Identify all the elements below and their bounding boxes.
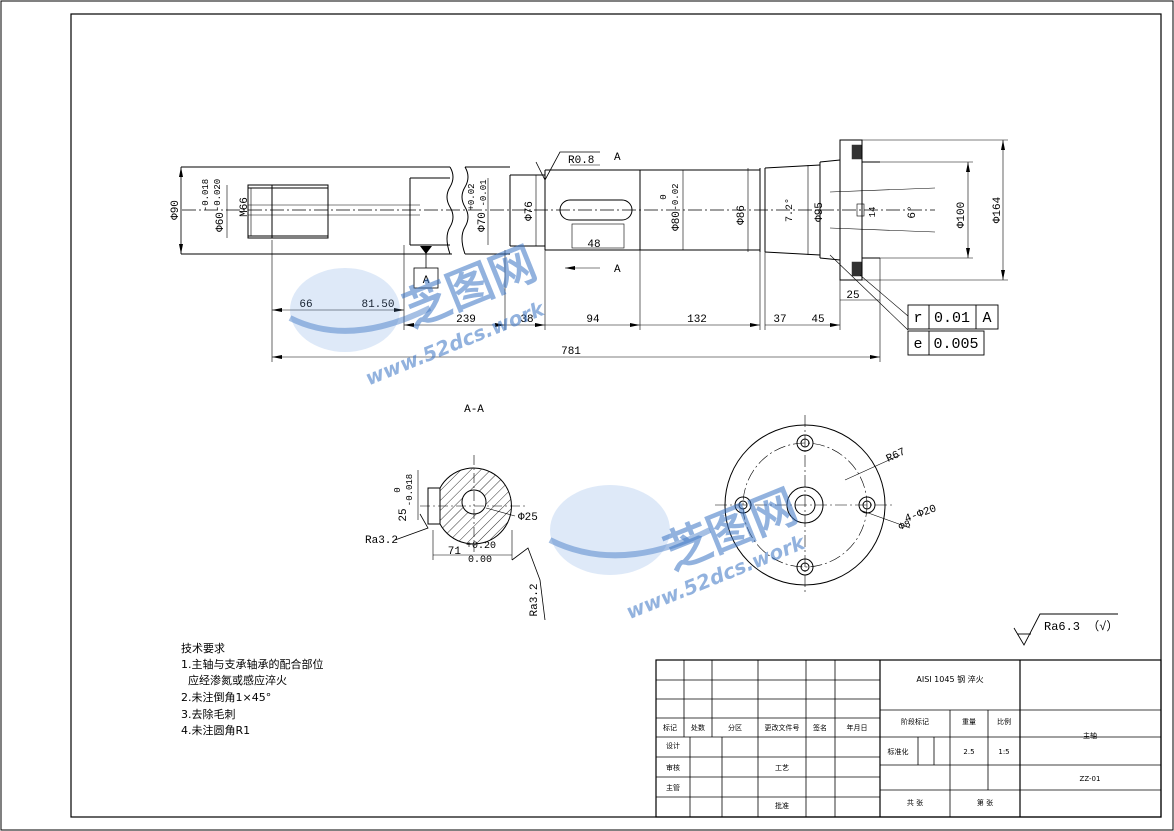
dim-d70: Φ70 (477, 212, 489, 232)
tb-check: 审核 (666, 763, 680, 772)
gdt-runout-symbol: r (913, 310, 922, 327)
note-2: 2.未注倒角1×45° (181, 690, 271, 704)
watermark-1: 芝图网 www.52dcs.work (288, 236, 549, 390)
section-aa-view (394, 455, 546, 621)
note-4: 4.未注圆角R1 (181, 723, 250, 737)
dim-d60: Φ60 (215, 212, 227, 232)
tb-scale-val: 1:5 (998, 748, 1009, 756)
general-roughness-symbol (1013, 613, 1118, 646)
gdt-e-value: 0.005 (933, 336, 978, 353)
roughness-r08 (535, 151, 600, 181)
flange-holes-small: Φ8 (898, 519, 913, 533)
dim-66: 66 (299, 299, 312, 311)
section-title: A-A (464, 404, 484, 416)
dim-94: 94 (586, 314, 600, 326)
dim-m66: M66 (239, 197, 251, 217)
tb-chief: 主管 (666, 783, 680, 792)
tb-change-doc: 更改文件号 (765, 723, 800, 732)
gdt-e-symbol: e (913, 336, 922, 353)
flange-end-view (715, 415, 911, 595)
dim-d86: Φ86 (736, 205, 748, 225)
tb-weight: 重量 (962, 718, 976, 726)
general-roughness-label: Ra6.3 （√） (1044, 619, 1118, 634)
dim-48: 48 (587, 239, 600, 251)
flange-r67: R67 (885, 446, 908, 465)
note-1: 1.主轴与支承轴承的配合部位 (181, 657, 324, 671)
tb-mark: 标记 (663, 723, 677, 732)
notes-title: 技术要求 (181, 642, 225, 655)
tb-date: 年月日 (847, 723, 868, 732)
tb-material: AISI 1045 钢 淬火 (916, 674, 983, 684)
dim-d80-tol-low: -0.02 (671, 183, 681, 210)
section-h71-tol-up: +0.20 (466, 541, 496, 552)
section-h71-tol-low: 0.00 (468, 555, 492, 566)
gdt-runout-value: 0.01 (934, 310, 970, 327)
tb-zone: 分区 (728, 723, 742, 732)
tb-sheet-of: 第 张 (977, 798, 993, 807)
watermark-2: 芝图网 www.52dcs.work (548, 479, 810, 624)
dim-d70-tol-up: +0.02 (467, 183, 477, 210)
dim-angle-6: 6° (907, 205, 919, 218)
note-3: 3.去除毛刺 (181, 707, 236, 721)
tb-stage-mark: 阶段标记 (901, 717, 929, 726)
section-w25-tol-up: 0 (393, 487, 403, 492)
gdt-runout-datum: A (982, 310, 991, 327)
section-w25: 25 (398, 508, 410, 521)
dim-d60-tol-low: -0.020 (213, 179, 223, 211)
tb-part-name: 主轴 (1083, 731, 1097, 740)
dim-d76: Φ76 (524, 201, 536, 221)
r08-label: R0.8 (568, 155, 594, 167)
dim-132: 132 (687, 314, 707, 326)
dim-d164: Φ164 (992, 196, 1004, 223)
tb-standard: 标准化 (888, 747, 909, 756)
tb-count: 处数 (691, 723, 705, 732)
section-a-top: A (614, 152, 621, 164)
dim-d90: Φ90 (170, 200, 182, 220)
tb-sheet: 共 张 (907, 798, 923, 807)
tb-drawing-no: ZZ-01 (1080, 775, 1101, 783)
dim-25: 25 (846, 290, 859, 302)
section-w25-tol-low: -0.018 (405, 474, 415, 506)
dim-14: 14 (868, 207, 878, 218)
dim-d70-tol-low: -0.01 (479, 179, 489, 206)
dim-239: 239 (456, 314, 476, 326)
dim-d80: Φ80 (671, 211, 683, 231)
datum-a-label: A (423, 275, 430, 287)
dim-81-50: 81.50 (361, 299, 394, 311)
dim-45: 45 (811, 314, 824, 326)
tb-weight-val: 2.5 (963, 748, 974, 756)
tb-design: 设计 (666, 741, 680, 750)
gdt-frames (907, 304, 999, 356)
datum-a-marker: A (413, 246, 439, 289)
tb-approve: 批准 (775, 801, 789, 810)
section-ra32-left: Ra3.2 (365, 535, 398, 547)
dim-angle-72: 7.2° (784, 198, 796, 222)
main-dimension-lines (180, 139, 1008, 362)
shaft-main-view (180, 139, 936, 281)
dim-37: 37 (773, 314, 786, 326)
dim-781: 781 (561, 346, 581, 358)
tb-sign: 签名 (813, 723, 827, 732)
section-h71: 71 (448, 546, 462, 558)
section-a-bottom: A (614, 264, 621, 276)
section-d25: Φ25 (518, 512, 538, 524)
tb-process: 工艺 (775, 764, 789, 772)
dim-d80-tol-up: 0 (659, 194, 669, 199)
arrowheads (179, 140, 1005, 359)
dim-38: 38 (520, 314, 533, 326)
tb-scale: 比例 (997, 717, 1011, 726)
dim-d95: Φ95 (814, 202, 826, 222)
note-1b: 应经渗氮或感应淬火 (181, 673, 287, 687)
inner-frame (70, 13, 1162, 818)
dim-d60-tol-up: -0.018 (201, 179, 211, 211)
section-ra32-bottom: Ra3.2 (529, 583, 541, 616)
dim-d100: Φ100 (956, 202, 968, 228)
title-block (655, 659, 1162, 818)
